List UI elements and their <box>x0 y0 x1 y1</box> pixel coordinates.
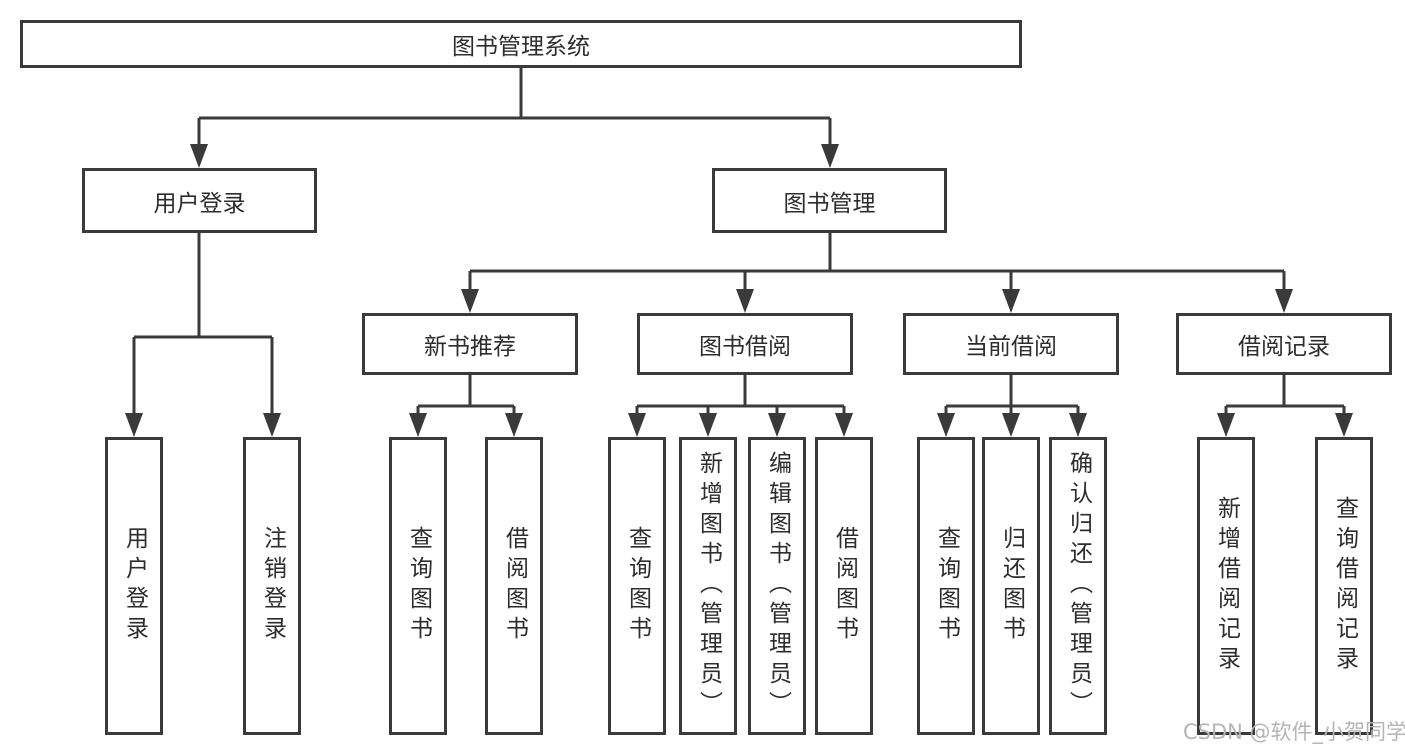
arrowhead-down-icon <box>937 413 955 437</box>
arrowhead-down-icon <box>736 289 754 313</box>
arrowhead-down-icon <box>628 413 646 437</box>
node-query-books-current: 查询图书 <box>917 437 975 735</box>
node-edit-books-admin: 编辑图书（管理员） <box>748 437 806 735</box>
arrowhead-down-icon <box>1275 289 1293 313</box>
node-new-book-recommend: 新书推荐 <box>362 313 578 375</box>
node-label: 用户登录 <box>153 190 246 217</box>
node-label: 新增借阅记录 <box>1213 496 1240 676</box>
node-query-books-recommend: 查询图书 <box>389 437 447 735</box>
node-label: 查询图书 <box>624 526 651 646</box>
node-label: 用户登录 <box>121 526 148 646</box>
arrowhead-down-icon <box>190 144 208 168</box>
node-add-borrow-record: 新增借阅记录 <box>1197 437 1255 735</box>
arrowhead-down-icon <box>1002 413 1020 437</box>
node-book-borrowing: 图书借阅 <box>637 313 853 375</box>
arrowhead-down-icon <box>835 413 853 437</box>
arrowhead-down-icon <box>1335 413 1353 437</box>
node-label: 注销登录 <box>259 526 286 646</box>
arrowhead-down-icon <box>263 413 281 437</box>
node-label: 查询图书 <box>405 526 432 646</box>
node-label: 确认归还（管理员） <box>1065 451 1092 721</box>
node-query-books-borrowing: 查询图书 <box>608 437 666 735</box>
node-label: 图书借阅 <box>699 334 791 360</box>
node-label: 新书推荐 <box>424 334 516 360</box>
arrowhead-down-icon <box>461 289 479 313</box>
arrowhead-down-icon <box>1002 289 1020 313</box>
arrowhead-down-icon <box>821 144 839 168</box>
node-label: 借阅图书 <box>831 526 858 646</box>
node-borrowing-records: 借阅记录 <box>1176 313 1392 375</box>
node-user-login-leaf: 用户登录 <box>105 437 163 735</box>
node-book-management: 图书管理 <box>712 168 947 233</box>
arrowhead-down-icon <box>125 413 143 437</box>
node-library-management-system: 图书管理系统 <box>20 20 1022 68</box>
arrowhead-down-icon <box>1069 413 1087 437</box>
arrowhead-down-icon <box>1217 413 1235 437</box>
watermark: CSDN @软件_小贺同学 <box>1183 720 1405 744</box>
node-confirm-return-admin: 确认归还（管理员） <box>1049 437 1107 735</box>
node-label: 图书管理 <box>783 190 876 217</box>
node-current-borrowing: 当前借阅 <box>903 313 1119 375</box>
node-label: 新增图书（管理员） <box>695 451 722 721</box>
arrowhead-down-icon <box>699 413 717 437</box>
node-label: 借阅图书 <box>501 526 528 646</box>
node-add-books-admin: 新增图书（管理员） <box>679 437 737 735</box>
node-label: 编辑图书（管理员） <box>764 451 791 721</box>
node-borrow-books-borrowing: 借阅图书 <box>815 437 873 735</box>
arrowhead-down-icon <box>768 413 786 437</box>
node-label: 查询图书 <box>933 526 960 646</box>
node-user-login: 用户登录 <box>82 168 317 233</box>
node-label: 图书管理系统 <box>452 34 590 60</box>
node-query-borrow-record: 查询借阅记录 <box>1315 437 1373 735</box>
node-label: 归还图书 <box>998 526 1025 646</box>
node-borrow-books-recommend: 借阅图书 <box>485 437 543 735</box>
node-return-books: 归还图书 <box>982 437 1040 735</box>
node-label: 当前借阅 <box>965 334 1057 360</box>
node-label: 借阅记录 <box>1238 334 1330 360</box>
node-label: 查询借阅记录 <box>1331 496 1358 676</box>
arrowhead-down-icon <box>409 413 427 437</box>
arrowhead-down-icon <box>505 413 523 437</box>
node-logout-leaf: 注销登录 <box>243 437 301 735</box>
